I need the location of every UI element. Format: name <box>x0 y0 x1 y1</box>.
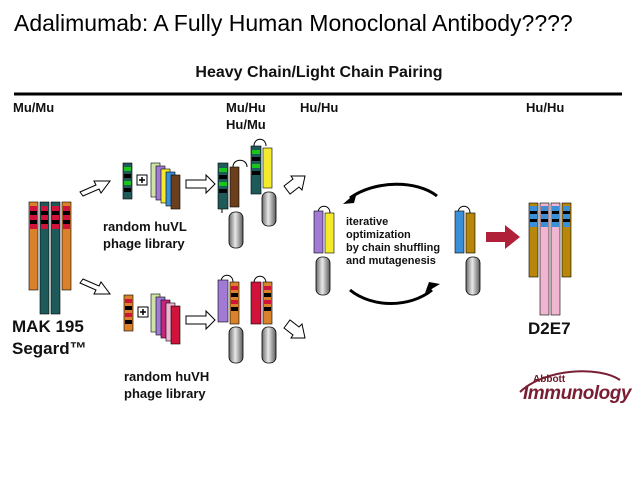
arrow-light-to-muhu <box>185 173 216 195</box>
muhu-constant-region <box>221 209 244 249</box>
arrow-upper-to-huhu <box>283 175 306 195</box>
cycle-arrow-upper <box>343 182 438 204</box>
murine-heavy-chain-upper <box>122 162 133 200</box>
light-chain-library-stack <box>150 162 181 210</box>
process-text-line3: by chain shuffling <box>346 242 441 254</box>
start-antibody-name: MAK 195 <box>12 317 84 336</box>
end-antibody-name: D2E7 <box>528 319 571 338</box>
arrow-lower-to-huhu <box>283 319 306 339</box>
process-text-line4: and mutagenesis <box>346 255 436 267</box>
header-hu-mu: Hu/Mu <box>226 117 266 132</box>
cycle-arrow-lower <box>349 282 440 305</box>
arrow-to-heavy-library <box>79 278 111 295</box>
process-text-line2: optimization <box>346 229 411 241</box>
plus-icon-upper <box>136 174 148 186</box>
abbott-immunology-logo-swoosh <box>519 370 621 393</box>
muhu-antibody <box>217 159 248 210</box>
process-text-line1: iterative <box>346 216 389 228</box>
header-hu-hu-final: Hu/Hu <box>526 100 565 115</box>
header-hu-hu-initial: Hu/Hu <box>300 100 339 115</box>
logo-company: Abbott <box>533 374 566 385</box>
header-mu-mu: Mu/Mu <box>13 100 55 115</box>
parent-antibody <box>28 201 72 315</box>
light-library-label-line1: random huVL <box>103 219 187 234</box>
murine-light-chain-lower <box>123 294 134 332</box>
header-mu-hu: Mu/Hu <box>226 100 266 115</box>
heavy-library-label-line1: random huVH <box>124 369 210 384</box>
d2e7-antibody <box>528 202 572 316</box>
slide-title: Adalimumab: A Fully Human Monoclonal Ant… <box>14 10 573 36</box>
humu-antibody <box>250 138 277 227</box>
light-library-label-line2: phage library <box>103 236 185 251</box>
plus-icon-lower <box>137 306 149 318</box>
lower-pair-right <box>250 275 277 364</box>
red-arrow-to-d2e7 <box>486 225 520 249</box>
heavy-chain-library-stack <box>150 293 181 345</box>
huhu-antibody-initial <box>313 205 335 296</box>
logo-division: Immunology <box>523 383 631 404</box>
arrow-to-light-library <box>79 180 111 197</box>
heavy-library-label-line2: phage library <box>124 386 206 401</box>
lower-pair-left <box>217 274 244 364</box>
start-antibody-brand: Segard™ <box>12 339 87 358</box>
diagram-title: Heavy Chain/Light Chain Pairing <box>195 64 443 81</box>
huhu-antibody-optimized <box>454 205 481 296</box>
arrow-heavy-to-humu <box>185 309 216 331</box>
